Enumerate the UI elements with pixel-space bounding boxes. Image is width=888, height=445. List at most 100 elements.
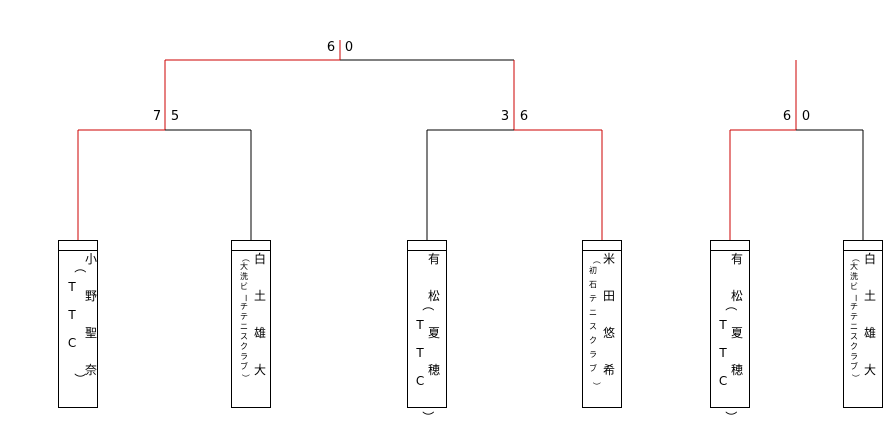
glyph: 大 xyxy=(850,262,858,271)
player-name: 有松夏穂 xyxy=(731,253,743,401)
glyph: ラ xyxy=(240,352,248,361)
glyph: ブ xyxy=(589,364,597,373)
glyph: C xyxy=(67,336,77,350)
glyph: C xyxy=(415,374,425,388)
glyph: 希 xyxy=(603,363,616,377)
other-score-right: 0 xyxy=(802,109,810,124)
other-score-left: 6 xyxy=(783,109,791,124)
glyph: 初 xyxy=(589,266,597,275)
semi-left-score-right: 5 xyxy=(171,109,179,124)
player-club: （初石テニスクラブ） xyxy=(589,253,601,393)
semi-right-score-right: 6 xyxy=(520,109,528,124)
glyph: 雄 xyxy=(864,326,877,340)
glyph: ） xyxy=(724,410,739,424)
glyph: （ xyxy=(421,298,436,312)
glyph: （ xyxy=(592,256,601,264)
glyph: 大 xyxy=(864,363,877,377)
glyph: ー xyxy=(851,294,860,302)
glyph: ラ xyxy=(589,350,597,359)
glyph: （ xyxy=(851,254,860,262)
player-box-header xyxy=(232,241,270,251)
glyph: 田 xyxy=(603,289,616,303)
glyph: ビ xyxy=(240,282,248,291)
glyph: 悠 xyxy=(603,326,616,340)
player-name: 有松夏穂 xyxy=(428,253,440,401)
glyph: T xyxy=(68,308,76,322)
glyph: チ xyxy=(850,302,858,311)
glyph: ク xyxy=(850,342,858,351)
glyph: （ xyxy=(73,260,88,274)
glyph: ク xyxy=(240,342,248,351)
glyph: ー xyxy=(241,294,250,302)
glyph: 野 xyxy=(85,289,98,303)
glyph: ） xyxy=(592,382,601,390)
glyph: チ xyxy=(240,302,248,311)
glyph: 有 xyxy=(428,252,441,266)
player-name: 小野聖奈 xyxy=(85,253,97,401)
glyph: C xyxy=(718,374,728,388)
glyph: 有 xyxy=(731,252,744,266)
glyph: T xyxy=(719,346,727,360)
player-name: 白土雄大 xyxy=(864,253,876,401)
glyph: T xyxy=(68,280,76,294)
player-box-header xyxy=(408,241,446,251)
glyph: 大 xyxy=(240,262,248,271)
player-name: 白土雄大 xyxy=(254,253,266,401)
glyph: ） xyxy=(241,374,250,382)
glyph: ） xyxy=(421,410,436,424)
player-name: 米田悠希 xyxy=(603,253,615,401)
glyph: 洗 xyxy=(850,272,858,281)
glyph: ニ xyxy=(850,322,858,331)
glyph: （ xyxy=(724,298,739,312)
glyph: 土 xyxy=(254,289,267,303)
glyph: 夏 xyxy=(428,326,441,340)
glyph: ニ xyxy=(240,322,248,331)
glyph: ラ xyxy=(850,352,858,361)
glyph: 小 xyxy=(85,252,98,266)
glyph: 奈 xyxy=(85,363,98,377)
player-box-header xyxy=(59,241,97,251)
player-box-header xyxy=(711,241,749,251)
glyph: 穂 xyxy=(428,363,441,377)
glyph: 穂 xyxy=(731,363,744,377)
glyph: 白 xyxy=(254,252,267,266)
glyph: ス xyxy=(589,322,597,331)
glyph: T xyxy=(416,318,424,332)
player-box-header xyxy=(844,241,882,251)
glyph: 夏 xyxy=(731,326,744,340)
semi-right-score-left: 3 xyxy=(501,109,509,124)
player-club: （大洗ビーチテニスクラブ） xyxy=(850,253,860,383)
glyph: 大 xyxy=(254,363,267,377)
glyph: 土 xyxy=(864,289,877,303)
glyph: 雄 xyxy=(254,326,267,340)
glyph: ） xyxy=(851,374,860,382)
glyph: 米 xyxy=(603,252,616,266)
glyph: 聖 xyxy=(85,326,98,340)
final-score-right: 0 xyxy=(345,40,353,55)
glyph: テ xyxy=(850,312,858,321)
glyph: （ xyxy=(241,254,250,262)
glyph: テ xyxy=(589,294,597,303)
glyph: 石 xyxy=(589,280,597,289)
player-club: （大洗ビーチテニスクラブ） xyxy=(240,253,250,383)
glyph: 松 xyxy=(731,289,744,303)
player-box: 白土雄大 （大洗ビーチテニスクラブ） xyxy=(843,240,883,408)
final-score-left: 6 xyxy=(327,40,335,55)
glyph: テ xyxy=(240,312,248,321)
semi-left-score-left: 7 xyxy=(153,109,161,124)
glyph: ク xyxy=(589,336,597,345)
glyph: ブ xyxy=(240,362,248,371)
player-box-header xyxy=(583,241,621,251)
glyph: T xyxy=(719,318,727,332)
player-box: 米田悠希 （初石テニスクラブ） xyxy=(582,240,622,408)
glyph: 白 xyxy=(864,252,877,266)
glyph: 松 xyxy=(428,289,441,303)
glyph: ブ xyxy=(850,362,858,371)
glyph: ス xyxy=(240,332,248,341)
